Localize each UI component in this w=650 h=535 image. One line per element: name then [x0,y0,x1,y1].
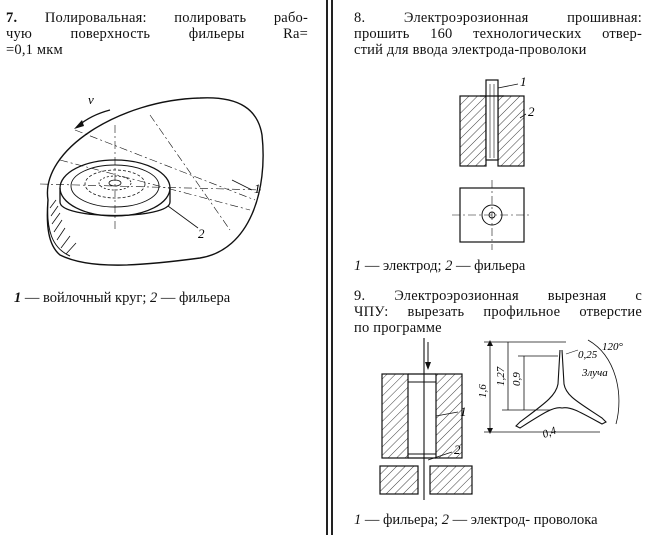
figure-8-piercing: 1 2 [452,74,535,250]
leader-1 [231,179,253,191]
step-8-line-1: 8. Электроэрозионная прошивная: [354,10,642,26]
dim-0-9: 0,9 [511,372,523,386]
construction-lines [39,114,263,231]
figure-7-polishing: v 1 2 [39,92,264,266]
rim-hatching [49,199,77,255]
step-7-line-2: чую поверхность фильеры Ra= [6,26,308,42]
motion-arrowhead [74,120,84,129]
table-right [429,465,473,495]
leader-9-1 [435,411,459,417]
step-7-number: 7. [6,10,18,26]
right-column: 8. Электроэрозионная прошивная: прошить … [340,0,645,535]
leader-8-2 [519,113,527,119]
step-9-line-2: ЧПУ: вырезать профильное отверстие [354,304,642,320]
label-9-2: 2 [454,442,461,457]
die-left [381,373,409,459]
step-9-text: 9. Электроэрозионная вырезная с ЧПУ: выр… [354,288,642,336]
step-7-line-3: =0,1 мкм [6,42,63,58]
step-8-line-3: стий для ввода электрода-проволоки [354,42,587,58]
column-divider-right [331,0,333,535]
step-7-line-1: 7. Полировальная: полировать рабо- [6,10,309,26]
dim-3-rays: 3луча [581,367,608,379]
leader-9-2 [427,451,453,461]
step-7-text: 7. Полировальная: полировать рабо- чую п… [6,10,308,58]
step-8-text: 8. Электроэрозионная прошивная: прошить … [354,10,642,58]
leader-8-1 [497,83,519,89]
caption-7: 1 — войлочный круг; 2 — фильера [14,290,231,306]
step-9-line-3: по программе [354,320,442,336]
column-divider-left [326,0,328,535]
caption-8: 1 — электрод; 2 — фильера [354,258,526,274]
vertical-dimensions [484,340,600,434]
label-v: v [88,92,94,107]
label-8-1: 1 [520,74,527,89]
label-9-1: 1 [460,404,467,419]
leader-2 [167,205,199,229]
label-8-2: 2 [528,104,535,119]
dim-0-4: 0,4 [541,425,558,441]
table-left [379,465,419,495]
label-1: 1 [254,181,261,196]
die-section-right [497,95,525,167]
three-ray-profile [515,349,607,429]
label-2: 2 [198,226,205,241]
figure-9-wire-edm: 1 2 1,6 1,27 0,9 0,25 120° 3луча 0,4 [379,338,624,500]
angle-arc [587,339,620,425]
step-9-line-1: 9. Электроэрозионная вырезная с [354,288,642,304]
dim-0-25: 0,25 [578,349,598,361]
electrode [485,79,499,161]
left-column: 7. Полировальная: полировать рабо- чую п… [0,0,322,535]
caption-9: 1 — фильера; 2 — электрод- проволока [354,512,598,528]
dim-120: 120° [602,341,624,353]
felt-wheel-outline [46,97,264,266]
dim-1-6: 1,6 [477,384,489,398]
felt-wheel-rim [47,199,71,257]
step-8-line-2: прошить 160 технологических отвер- [354,26,642,42]
dim-1-27: 1,27 [495,366,507,386]
wire-arrowhead [425,362,431,370]
die-section-left [459,95,487,167]
